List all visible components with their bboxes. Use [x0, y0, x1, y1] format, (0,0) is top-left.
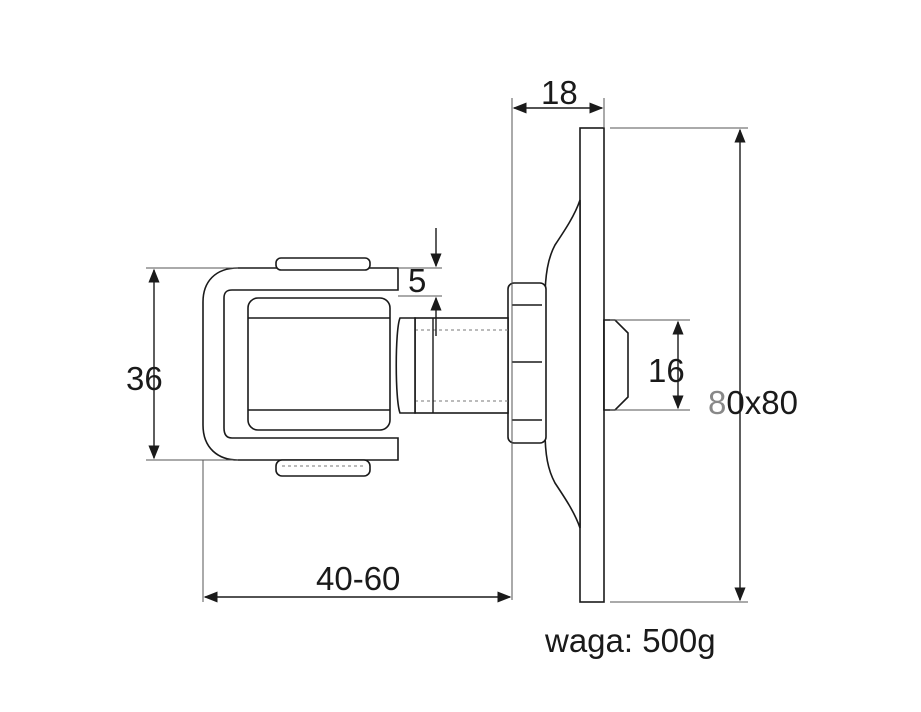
dim-plate-thickness: 18	[541, 74, 578, 111]
mounting-plate	[544, 127, 605, 603]
dim-adjustment-range: 40-60	[316, 560, 400, 597]
dim-plate-size-rest: 0x80	[726, 384, 798, 421]
bolt-collar	[395, 317, 416, 414]
nut	[507, 282, 547, 444]
dim-plate-size-prefix: 8	[708, 384, 726, 421]
weight-label: waga: 500g	[544, 622, 716, 659]
dim-bolt-diameter: 16	[648, 352, 685, 389]
u-bracket	[202, 257, 399, 477]
dim-plate-size: 80x80	[708, 384, 798, 421]
dim-bracket-height: 36	[126, 360, 163, 397]
dimension-lines	[148, 102, 746, 603]
dim-washer-thickness: 5	[408, 262, 426, 299]
bolt-end	[603, 319, 629, 411]
bolt-shaft	[414, 317, 509, 414]
extension-lines	[146, 98, 748, 603]
